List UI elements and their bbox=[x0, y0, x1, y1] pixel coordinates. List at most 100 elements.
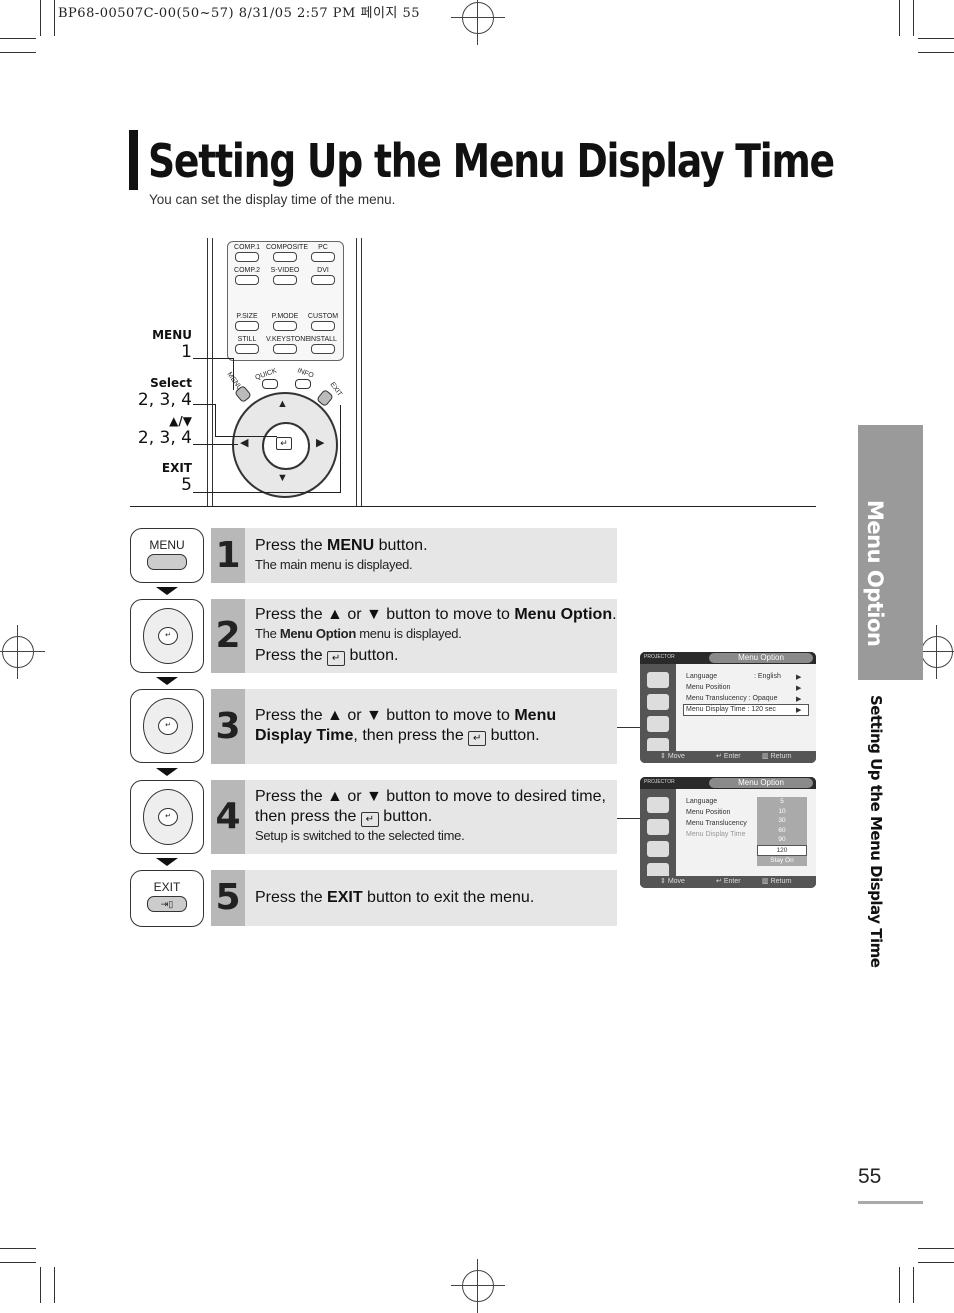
callout-name: Select bbox=[150, 376, 192, 390]
crop-mark bbox=[918, 1262, 954, 1263]
enter-icon: ↵ bbox=[158, 627, 178, 645]
registration-mark-icon bbox=[0, 625, 45, 679]
osd-selected-row bbox=[683, 704, 809, 716]
quick-button-icon bbox=[262, 379, 278, 389]
right-arrow-icon: ▶ bbox=[796, 696, 802, 703]
remote-button: PC bbox=[304, 244, 342, 262]
step-4: Press the ▲ or ▼ button to move to desir… bbox=[245, 780, 617, 854]
right-arrow-icon: ▶ bbox=[316, 437, 325, 449]
remote-button: COMP.2 bbox=[228, 267, 266, 285]
osd-row: Language bbox=[686, 673, 718, 680]
down-arrow-icon bbox=[156, 768, 178, 776]
osd-menu-icon bbox=[647, 863, 669, 879]
right-arrow-icon: ▶ bbox=[796, 685, 802, 692]
osd-menu-display-time: PROJECTOR Menu Option Language Menu Posi… bbox=[640, 777, 816, 888]
connector-line bbox=[617, 727, 640, 728]
step-2: Press the ▲ or ▼ button to move to Menu … bbox=[245, 599, 617, 673]
right-arrow-icon: ▶ bbox=[796, 707, 802, 714]
page-title: Setting Up the Menu Display Time bbox=[148, 134, 835, 188]
osd-menu-icon bbox=[647, 841, 669, 857]
crop-mark bbox=[54, 1267, 55, 1303]
callout-steps: 2, 3, 4 bbox=[137, 428, 192, 448]
registration-mark-icon bbox=[451, 0, 505, 45]
up-arrow-icon: ▲ bbox=[277, 398, 288, 410]
callout-line bbox=[193, 404, 215, 405]
step-note: The main menu is displayed. bbox=[255, 557, 413, 572]
callout-line bbox=[215, 404, 216, 436]
callout-name: MENU bbox=[152, 328, 192, 342]
remote-button-panel: COMP.1 COMPOSITE PC COMP.2 S-VIDEO DVI P… bbox=[227, 241, 344, 361]
dpad-illustration: ↵ bbox=[130, 599, 204, 673]
osd-option: 60 bbox=[778, 826, 786, 834]
step-5: Press the EXIT button to exit the menu. bbox=[245, 870, 617, 926]
osd-row: Menu Display Time bbox=[686, 831, 746, 838]
remote-button: V.KEYSTONE bbox=[266, 336, 310, 354]
crop-mark bbox=[0, 1248, 36, 1249]
osd-menu-icon bbox=[647, 738, 669, 754]
osd-time-options: 5 10 30 60 90 120 Stay On bbox=[757, 797, 807, 866]
osd-sidebar bbox=[640, 789, 676, 879]
callout-line bbox=[233, 358, 234, 390]
dpad-illustration: ↵ bbox=[130, 689, 204, 763]
section-divider bbox=[130, 506, 816, 507]
remote-button: STILL bbox=[228, 336, 266, 354]
callout-line bbox=[193, 444, 238, 445]
osd-footer: ⇕ Move ↵ Enter ▥ Return bbox=[640, 751, 816, 763]
connector-line bbox=[617, 818, 640, 819]
step-number: 5 bbox=[211, 870, 245, 926]
osd-footer-return: ▥ Return bbox=[762, 753, 792, 760]
osd-row: Language bbox=[686, 798, 718, 805]
crop-mark bbox=[918, 38, 954, 39]
enter-icon: ↵ bbox=[468, 731, 487, 746]
step-number: 2 bbox=[211, 599, 245, 673]
step-3: Press the ▲ or ▼ button to move to Menu … bbox=[245, 689, 617, 764]
page-subtitle: You can set the display time of the menu… bbox=[149, 192, 396, 207]
exit-button-icon: ⇥▯ bbox=[147, 896, 187, 912]
crop-mark bbox=[899, 0, 900, 36]
enter-icon: ↵ bbox=[158, 808, 178, 826]
crop-mark bbox=[0, 1262, 36, 1263]
osd-menu-icon bbox=[647, 694, 669, 710]
print-header: BP68-00507C-00(50~57) 8/31/05 2:57 PM 페이… bbox=[58, 6, 421, 21]
registration-mark-icon bbox=[910, 625, 954, 679]
osd-row: Menu Position bbox=[686, 684, 731, 691]
callout-line bbox=[215, 436, 277, 437]
chapter-label: Setting Up the Menu Display Time bbox=[867, 695, 885, 968]
step-number: 4 bbox=[211, 780, 245, 854]
osd-menu-icon bbox=[647, 672, 669, 688]
dpad-illustration: ↵ bbox=[130, 780, 204, 854]
crop-mark bbox=[899, 1267, 900, 1303]
registration-mark-icon bbox=[451, 1259, 505, 1313]
osd-footer: ⇕ Move ↵ Enter ▥ Return bbox=[640, 876, 816, 888]
remote-body bbox=[207, 238, 362, 506]
callout-steps: 1 bbox=[181, 342, 192, 362]
osd-brand: PROJECTOR bbox=[644, 654, 675, 660]
osd-row: Menu Translucency bbox=[686, 820, 747, 827]
remote-button: S-VIDEO bbox=[266, 267, 304, 285]
down-arrow-icon bbox=[156, 858, 178, 866]
info-button-icon bbox=[295, 379, 311, 389]
osd-row: Menu Display Time : 120 sec bbox=[686, 706, 776, 713]
callout-menu: MENU 1 bbox=[140, 328, 192, 362]
crop-mark bbox=[918, 1248, 954, 1249]
down-arrow-icon: ▼ bbox=[277, 472, 288, 484]
callout-name: EXIT bbox=[161, 461, 192, 475]
crop-mark bbox=[40, 0, 41, 36]
callout-line bbox=[340, 405, 341, 493]
enter-icon: ↵ bbox=[327, 651, 346, 666]
osd-footer-enter: ↵ Enter bbox=[716, 753, 741, 760]
callout-name: ▲/▼ bbox=[169, 414, 192, 428]
remote-button: COMPOSITE bbox=[266, 244, 308, 262]
step-1: Press the MENU button. The main menu is … bbox=[245, 528, 617, 583]
osd-menu-icon bbox=[647, 819, 669, 835]
enter-icon: ↵ bbox=[158, 717, 178, 735]
crop-mark bbox=[54, 0, 55, 36]
crop-mark bbox=[40, 1267, 41, 1303]
title-accent-bar bbox=[129, 130, 138, 190]
osd-footer-enter: ↵ Enter bbox=[716, 878, 741, 885]
step-number: 3 bbox=[211, 689, 245, 764]
callout-line bbox=[193, 492, 340, 493]
osd-row-value: : English bbox=[754, 673, 781, 680]
page-number: 55 bbox=[858, 1165, 882, 1188]
osd-title: Menu Option bbox=[709, 778, 813, 788]
